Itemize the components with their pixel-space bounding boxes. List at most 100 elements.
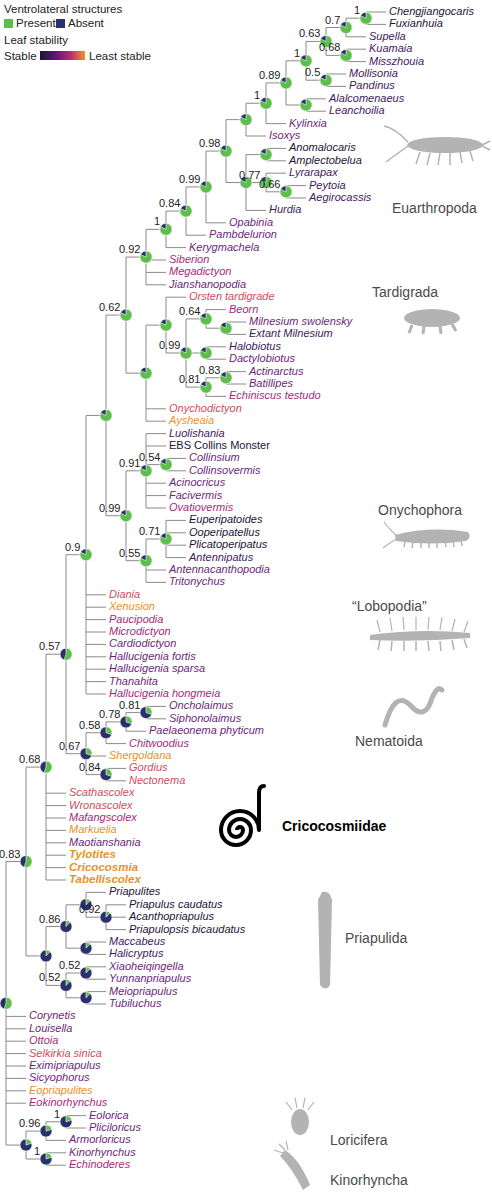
taxon-name: Priapulus caudatus bbox=[129, 898, 223, 911]
pie-absent bbox=[160, 533, 172, 545]
state-pie bbox=[260, 149, 272, 161]
state-pie bbox=[340, 49, 352, 61]
posterior-value: 0.52 bbox=[39, 971, 60, 983]
taxon-name: Oncholaimus bbox=[169, 699, 233, 712]
branch-line bbox=[166, 470, 186, 471]
taxon-name: Echiniscus testudo bbox=[229, 389, 321, 402]
pie-absent bbox=[100, 911, 112, 923]
loriciferan-silhouette bbox=[286, 1098, 314, 1135]
pie-present bbox=[106, 911, 110, 917]
taxon-name: Luolishania bbox=[169, 427, 225, 440]
taxon-name: Acanthopriapulus bbox=[129, 910, 214, 923]
pie-present bbox=[4, 997, 12, 1009]
state-pie bbox=[260, 97, 272, 109]
pie-present bbox=[66, 979, 70, 985]
state-pie bbox=[60, 979, 72, 991]
posterior-value: 0.64 bbox=[179, 305, 200, 317]
clade-name: “Lobopodia” bbox=[352, 598, 427, 614]
state-pie bbox=[360, 12, 372, 24]
branch-line bbox=[226, 384, 246, 385]
taxon-name: Megadictyon bbox=[169, 265, 231, 278]
taxon-name: Supella bbox=[369, 30, 406, 43]
taxon-name: Anomalocaris bbox=[289, 141, 356, 154]
branch-line bbox=[66, 1128, 86, 1129]
branch-line bbox=[6, 1041, 26, 1042]
posterior-value: 0.91 bbox=[119, 457, 140, 469]
gradient-end-label: Stable bbox=[4, 50, 37, 62]
taxon-name: Pambdelurion bbox=[209, 228, 277, 241]
state-pie bbox=[120, 309, 132, 321]
state-pie bbox=[340, 21, 352, 33]
taxon-name: Facivermis bbox=[169, 489, 222, 502]
state-pie bbox=[220, 322, 232, 334]
branch-line bbox=[126, 731, 146, 732]
clade-name: Cricocosmiidae bbox=[282, 818, 386, 834]
state-pie bbox=[160, 533, 172, 545]
legend-text: Present bbox=[16, 17, 56, 29]
pie-present bbox=[280, 77, 292, 89]
state-pie bbox=[100, 409, 112, 421]
pie-present bbox=[220, 145, 232, 157]
posterior-value: 0.81 bbox=[119, 699, 140, 711]
branch-line bbox=[206, 359, 226, 360]
pie-absent bbox=[160, 319, 172, 331]
posterior-value: 0.71 bbox=[139, 525, 160, 537]
pie-present bbox=[86, 942, 90, 948]
taxon-name: Jianshanopodia bbox=[169, 278, 246, 291]
state-pie bbox=[160, 223, 172, 235]
branch-line bbox=[346, 49, 366, 50]
pie-present bbox=[260, 97, 272, 109]
pie-absent bbox=[20, 1139, 32, 1151]
posterior-value: 1 bbox=[34, 1145, 40, 1157]
branch-line bbox=[46, 855, 66, 856]
posterior-value: 0.99 bbox=[159, 339, 180, 351]
pie-present bbox=[140, 251, 152, 263]
branch-line bbox=[206, 309, 226, 310]
branch-line bbox=[166, 297, 186, 298]
posterior-value: 0.5 bbox=[305, 66, 320, 78]
taxon-name: Milnesium swolensky bbox=[249, 315, 352, 328]
state-pie bbox=[40, 1153, 52, 1165]
branch-line bbox=[306, 98, 326, 99]
posterior-value: 0.99 bbox=[99, 502, 120, 514]
pie-absent bbox=[140, 251, 152, 263]
taxon-name: Onychodictyon bbox=[169, 402, 242, 415]
pie-absent bbox=[120, 510, 132, 522]
clade-name: Loricifera bbox=[330, 1132, 388, 1148]
pie-absent bbox=[100, 727, 112, 739]
posterior-value: 0.84 bbox=[159, 197, 180, 209]
gradient-end-label: Least stable bbox=[89, 50, 151, 62]
taxon-name: Nectonema bbox=[129, 774, 185, 787]
branch-line bbox=[86, 681, 106, 682]
state-pie bbox=[40, 1125, 52, 1137]
state-pie bbox=[80, 549, 92, 561]
pie-absent bbox=[120, 309, 132, 321]
posterior-value: 0.83 bbox=[199, 364, 220, 376]
taxon-name: Chengjiangocaris bbox=[389, 5, 474, 18]
pie-present bbox=[106, 769, 112, 777]
branch-line bbox=[46, 1140, 66, 1141]
branch-line bbox=[86, 991, 106, 992]
taxon-name: Ovatiovermis bbox=[169, 501, 233, 514]
pie-present bbox=[146, 707, 152, 715]
silhouettes bbox=[221, 126, 490, 1190]
pie-absent bbox=[160, 223, 172, 235]
branch-line bbox=[86, 1004, 106, 1005]
legend-swatch bbox=[56, 19, 65, 28]
pie-present bbox=[120, 309, 132, 321]
state-pie bbox=[140, 707, 152, 719]
pie-absent bbox=[40, 761, 52, 773]
branch-line bbox=[6, 1078, 26, 1079]
branch-line bbox=[46, 805, 66, 806]
pie-present bbox=[320, 74, 332, 86]
taxon-name: Opabinia bbox=[229, 216, 273, 229]
branch-line bbox=[106, 768, 126, 769]
pie-absent bbox=[40, 1153, 52, 1165]
pie-absent bbox=[40, 1125, 52, 1137]
state-pie bbox=[80, 748, 92, 760]
pie-present bbox=[140, 367, 152, 379]
posterior-value: 0.98 bbox=[199, 137, 220, 149]
branch-line bbox=[106, 780, 126, 781]
branch-line bbox=[106, 743, 126, 744]
posterior-value: 0.99 bbox=[179, 173, 200, 185]
